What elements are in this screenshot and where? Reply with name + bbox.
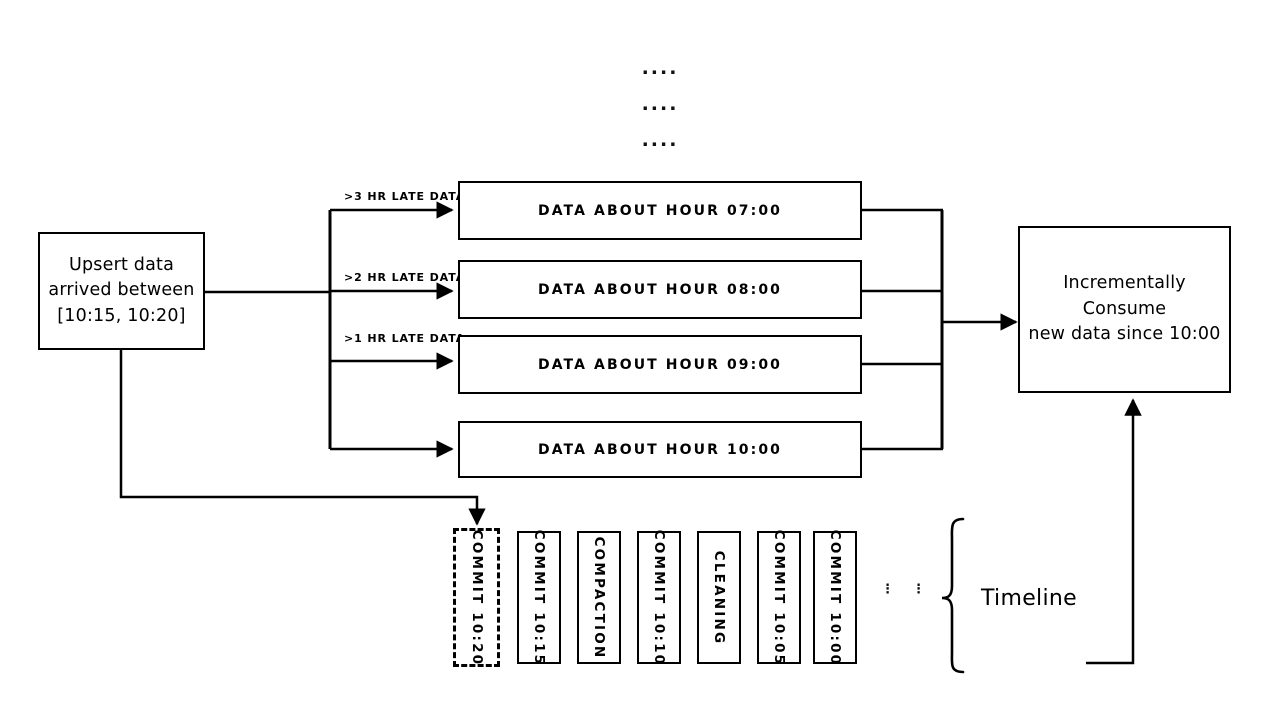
timeline-label: Timeline [981, 586, 1077, 611]
hour-partition-08[interactable]: DATA ABOUT HOUR 08:00 [458, 260, 862, 319]
hour-partition-10[interactable]: DATA ABOUT HOUR 10:00 [458, 421, 862, 478]
hour-partition-09[interactable]: DATA ABOUT HOUR 09:00 [458, 335, 862, 394]
consumer-line-1: Incrementally Consume [1063, 273, 1186, 319]
incremental-consumer-box[interactable]: Incrementally Consume new data since 10:… [1018, 226, 1231, 393]
timeline-instant-commit-1010-label: COMMIT 10:10 [651, 529, 667, 666]
upsert-line-3: [10:15, 10:20] [57, 305, 186, 326]
hour-partition-10-label: DATA ABOUT HOUR 10:00 [537, 441, 783, 458]
edge-label-late-2hr: >2 HR LATE DATA [344, 271, 466, 284]
ellipsis-row-1: .... [641, 57, 679, 79]
timeline-instant-commit-1000-label: COMMIT 10:00 [827, 529, 843, 666]
timeline-instant-commit-1000[interactable]: COMMIT 10:00 [813, 529, 857, 666]
edge-label-late-1hr: >1 HR LATE DATA [344, 332, 466, 345]
timeline-instant-commit-1015[interactable]: COMMIT 10:15 [517, 529, 561, 666]
edge-label-late-3hr: >3 HR LATE DATA [344, 190, 466, 203]
consumer-line-2: new data since 10:00 [1028, 324, 1221, 345]
vertical-ellipsis-top: .... .... .... [615, 50, 705, 158]
ellipsis-row-3: .... [641, 129, 679, 151]
timeline-ellipsis-2: ⋮ [912, 582, 925, 597]
timeline-instant-compaction-label: COMPACTION [591, 536, 607, 659]
timeline-brace [941, 517, 965, 674]
hour-partition-07[interactable]: DATA ABOUT HOUR 07:00 [458, 181, 862, 240]
ellipsis-row-2: .... [641, 93, 679, 115]
timeline-instant-commit-1005-label: COMMIT 10:05 [771, 529, 787, 666]
timeline-instant-commit-1020[interactable]: COMMIT 10:20 [453, 528, 500, 667]
timeline-instant-commit-1010[interactable]: COMMIT 10:10 [637, 529, 681, 666]
timeline-ellipsis-1: ⋮ [881, 582, 894, 597]
upsert-line-2: arrived between [48, 280, 195, 301]
timeline-instant-commit-1020-label: COMMIT 10:20 [468, 529, 485, 666]
edge-source-to-timeline [119, 349, 486, 526]
hour-partition-09-label: DATA ABOUT HOUR 09:00 [537, 356, 783, 373]
upsert-line-1: Upsert data [68, 254, 175, 275]
hour-partition-08-label: DATA ABOUT HOUR 08:00 [537, 281, 783, 298]
upsert-source-box[interactable]: Upsert data arrived between [10:15, 10:2… [38, 232, 205, 350]
timeline-instant-commit-1015-label: COMMIT 10:15 [531, 529, 547, 666]
edge-timeline-to-consumer [1086, 398, 1142, 665]
timeline-instant-cleaning-label: CLEANING [711, 550, 727, 645]
timeline-instant-compaction[interactable]: COMPACTION [577, 531, 621, 664]
timeline-instant-cleaning[interactable]: CLEANING [697, 531, 741, 664]
hour-partition-07-label: DATA ABOUT HOUR 07:00 [537, 202, 783, 219]
timeline-instant-commit-1005[interactable]: COMMIT 10:05 [757, 529, 801, 666]
